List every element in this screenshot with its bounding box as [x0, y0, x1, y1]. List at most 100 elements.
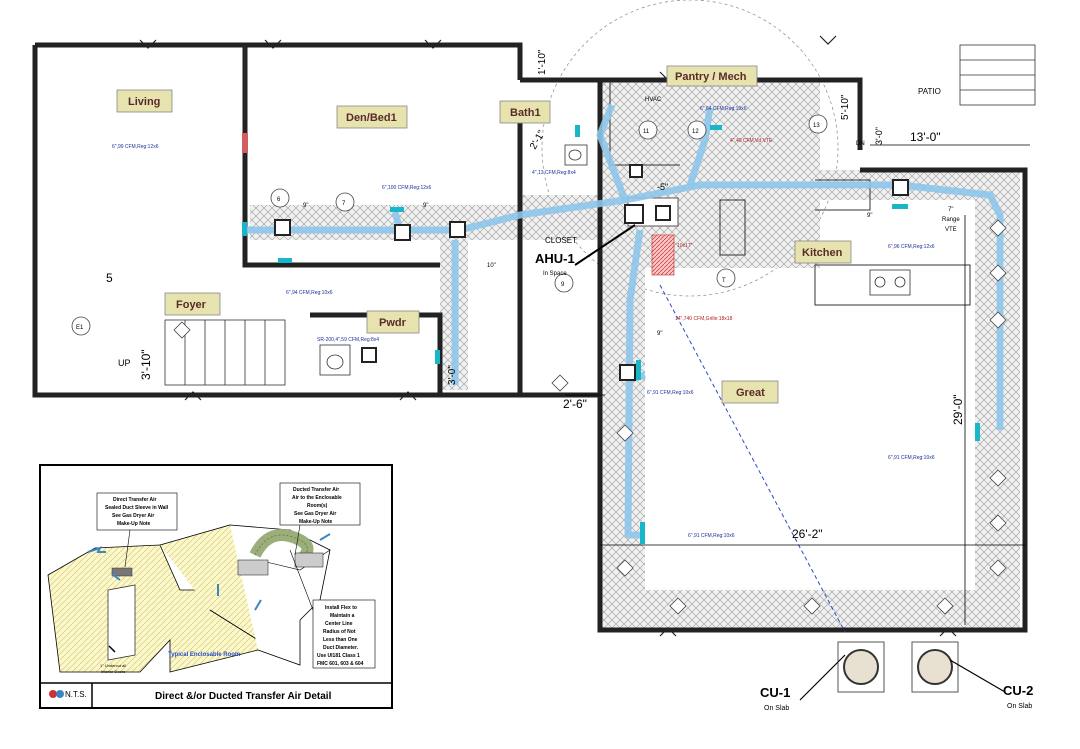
callout3-l4: Radius of Not [323, 629, 356, 635]
dim-stair: 3'-0" [447, 365, 458, 385]
bubble-6: 6 [277, 197, 281, 203]
callout3-l6: Duct Diameter. [323, 645, 359, 651]
note-bath-reg: 4",13 CFM,Reg:8x4 [532, 170, 576, 176]
walls [32, 42, 1028, 633]
dim-1-10: 1'-10" [537, 49, 548, 75]
callout3-l5: Less than One [323, 637, 358, 643]
dim-9b: 9" [423, 203, 428, 209]
condensing-units [799, 641, 1006, 701]
range-circle [541, 0, 839, 297]
label-e1: E1 [76, 325, 84, 331]
detail-room-label: Typical Enclosable Room [168, 652, 240, 658]
dim-3-10: 3'-10" [139, 349, 153, 380]
callout2-l2: Air to the Enclosable [292, 495, 342, 501]
note-pantry-vte: 4",40 CFM,Vd VTE [730, 138, 773, 144]
room-pantry: Pantry / Mech [675, 71, 747, 83]
room-bath1: Bath1 [510, 107, 541, 119]
range-3: VTE [945, 227, 957, 233]
dim-3-0: 3'-0" [874, 127, 884, 145]
room-living: Living [128, 96, 160, 108]
room-kitchen: Kitchen [802, 247, 843, 259]
room-foyer: Foyer [176, 299, 207, 311]
bubble-13: 13 [813, 123, 820, 129]
bubble-9: 9 [561, 282, 565, 288]
detail-door-note1: 1" Undercut all [100, 663, 126, 668]
dimension-lines [565, 144, 1030, 625]
dim-10: 10" [487, 263, 496, 269]
refrigerant-line [659, 284, 846, 633]
callout1-l2: Sealed Duct Sleeve in Wall [105, 505, 169, 511]
dim-minus5: -5" [657, 182, 668, 192]
cu2-label: CU-2 [1003, 683, 1033, 698]
return-grille [651, 234, 675, 276]
stairs [164, 44, 1036, 386]
note-den-reg: 6",100 CFM,Reg:12x6 [382, 185, 432, 191]
ahu-sub: In Space [543, 271, 567, 277]
dim-2-6: 2'-6" [563, 397, 587, 411]
door-transfer-red [242, 133, 248, 153]
dim-5-10: 5'-10" [840, 94, 851, 120]
dim-9c: 9" [867, 213, 872, 219]
transfer-air-detail [39, 464, 393, 709]
dn-label: DN [856, 141, 865, 147]
detail-title: Direct &/or Ducted Transfer Air Detail [155, 691, 332, 702]
callout1-l1: Direct Transfer Air [113, 497, 156, 503]
room-great: Great [736, 387, 765, 399]
callout3-l8: FMC 601, 603 & 604 [317, 661, 364, 667]
callout2-l1: Ducted Transfer Air [293, 487, 339, 493]
dim-9a: 9" [303, 203, 308, 209]
callout2-l3: Room(s) [307, 503, 328, 509]
note-great-reg3: 6",91 CFM,Reg:10x6 [688, 533, 735, 539]
dim-5: 5 [106, 271, 113, 285]
thermostat-t: T [722, 278, 726, 284]
room-den: Den/Bed1 [346, 112, 397, 124]
callout3-l3: Center Line [325, 621, 353, 627]
cu1-label: CU-1 [760, 685, 790, 700]
up-label: UP [118, 358, 131, 368]
patio-label: PATIO [918, 87, 941, 96]
bubbles [71, 114, 828, 336]
callout2-l5: Make-Up Note [299, 519, 333, 525]
callout1-l4: Make-Up Note [117, 521, 151, 527]
ahu-label: AHU-1 [535, 251, 575, 266]
bubble-7: 7 [342, 201, 346, 207]
note-pwdr-reg: SR-200,4",59 CFM,Reg:8x4 [317, 337, 379, 343]
dim-9d: 9" [657, 331, 662, 337]
ceiling-diffusers [274, 164, 909, 381]
cu1-sub: On Slab [764, 705, 789, 712]
dim-26-2: 26'-2" [792, 527, 823, 541]
bubble-11: 11 [643, 129, 650, 135]
section-marks [139, 35, 957, 637]
hvac-label: HVAC [645, 97, 662, 103]
bubble-12: 12 [692, 129, 699, 135]
a-markers [173, 219, 1007, 615]
dim-2-1: 2'-1" [528, 128, 548, 151]
dim-13-0: 13'-0" [910, 130, 941, 144]
supply-registers [242, 125, 980, 544]
note-great-reg1: 6",91 CFM,Reg:10x6 [647, 390, 694, 396]
callout3-l7: Use UI181 Class 1 [317, 653, 360, 659]
callout3-l1: Install Flex to [325, 605, 357, 611]
note-den-reg2: 6",94 CFM,Reg:10x6 [286, 290, 333, 296]
closet-label: CLOSET [545, 236, 577, 245]
room-label-boxes [116, 65, 852, 404]
supply-ducts [245, 103, 1004, 539]
room-pwdr: Pwdr [379, 317, 407, 329]
cu2-sub: On Slab [1007, 703, 1032, 710]
note-return-grille: 14",740 CFM,Grille:18x18 [675, 316, 733, 322]
detail-door-note2: Interior Doors [101, 669, 125, 674]
note-pantry-reg: 6",64 CFM,Reg:10x6 [700, 106, 747, 112]
note-kitchen-reg: 6",96 CFM,Reg:12x6 [888, 244, 935, 250]
note-living-reg: 6",99 CFM,Reg:12x6 [112, 144, 159, 150]
range-1: 7" [948, 207, 953, 213]
note-great-reg2: 6",91 CFM,Reg:10x6 [888, 455, 935, 461]
callout3-l2: Maintain a [330, 613, 355, 619]
dim-29-0: 29'-0" [951, 394, 965, 425]
note-return-size: 10x17" [677, 243, 693, 249]
callout1-l3: See Gas Dryer Air [112, 513, 154, 519]
callout2-l4: See Gas Dryer Air [294, 511, 336, 517]
detail-nts: N.T.S. [65, 690, 87, 699]
ahu-leader [574, 224, 636, 266]
range-2: Range [942, 217, 960, 223]
